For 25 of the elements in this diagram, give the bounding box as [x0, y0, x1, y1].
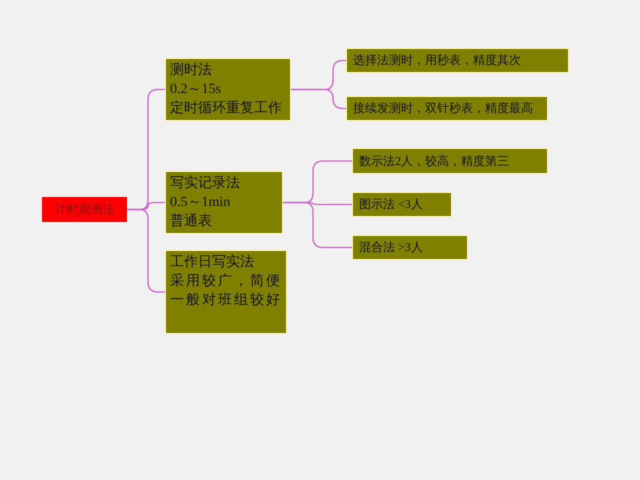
topic-box — [165, 58, 291, 121]
topic-box — [165, 171, 283, 234]
topic-box — [352, 192, 452, 217]
topic-label: 写实记录法 — [170, 174, 241, 193]
topic-box — [165, 250, 287, 334]
topic-detail: 定时循环重复工作 — [170, 99, 283, 118]
topic-label: 数示法2人，较高，精度第三 — [359, 152, 509, 170]
topic-label: 接续发测时，双针秒表，精度最高 — [353, 100, 533, 117]
topic-label: 图示法 <3人 — [359, 196, 423, 213]
topic-box — [352, 235, 468, 260]
topic-detail: 0.2～15s — [170, 81, 222, 99]
brace-connector — [127, 208, 165, 293]
topic-label: 工作日写实法 — [170, 253, 255, 272]
topic-detail: 采用较广，简便一般对班组较好 — [170, 272, 282, 310]
topic-label: 测时法 — [170, 62, 213, 80]
brace-connector — [283, 202, 352, 248]
topic-label: 选择法测时，用秒表，精度其次 — [353, 52, 521, 69]
topic-label: 计时观测法 — [54, 201, 114, 218]
topic-label: 混合法 >3人 — [359, 239, 423, 256]
topic-box — [346, 96, 548, 121]
topic-detail: 0.5～1min — [170, 194, 232, 212]
root-box — [42, 197, 127, 222]
topic-box — [346, 48, 569, 73]
topic-detail: 普通表 — [170, 212, 213, 231]
topic-box — [352, 148, 548, 174]
